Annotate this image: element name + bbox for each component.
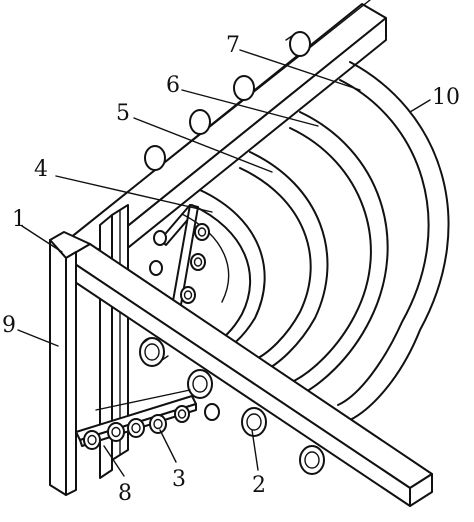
roller [204,403,220,421]
lower-beam-rollers [139,337,325,475]
roller [144,145,166,171]
roller [189,109,211,135]
lower-beam [65,243,433,507]
leader-6 [181,89,319,127]
roller [241,407,267,437]
roller [233,75,255,101]
upper-beam [63,0,387,281]
leader-2 [251,429,259,471]
roller [285,31,311,57]
upper-beam-rollers [144,31,311,171]
bracket-rollers-upper [149,223,210,304]
roller [139,337,169,367]
label-6: 6 [166,73,180,98]
roller [299,445,325,475]
leader-3 [159,429,177,463]
left-post [49,231,91,496]
leader-7 [239,49,361,91]
leader-lines [17,49,431,477]
roller [187,369,213,399]
leader-1 [21,225,63,253]
leader-9 [17,329,59,347]
label-1: 1 [12,207,26,232]
label-10: 10 [432,85,460,110]
reference-labels: 1 2 3 4 5 6 7 8 9 10 [2,33,460,506]
lower-roller-bracket [75,389,197,450]
leader-8 [103,445,125,477]
label-8: 8 [118,481,132,506]
label-4: 4 [34,157,48,182]
label-2: 2 [252,473,266,498]
leader-10 [409,99,431,113]
label-7: 7 [226,33,240,58]
leader-5 [133,117,273,173]
leader-4 [55,175,213,213]
label-3: 3 [172,467,186,492]
label-9: 9 [2,313,16,338]
label-5: 5 [116,101,130,126]
